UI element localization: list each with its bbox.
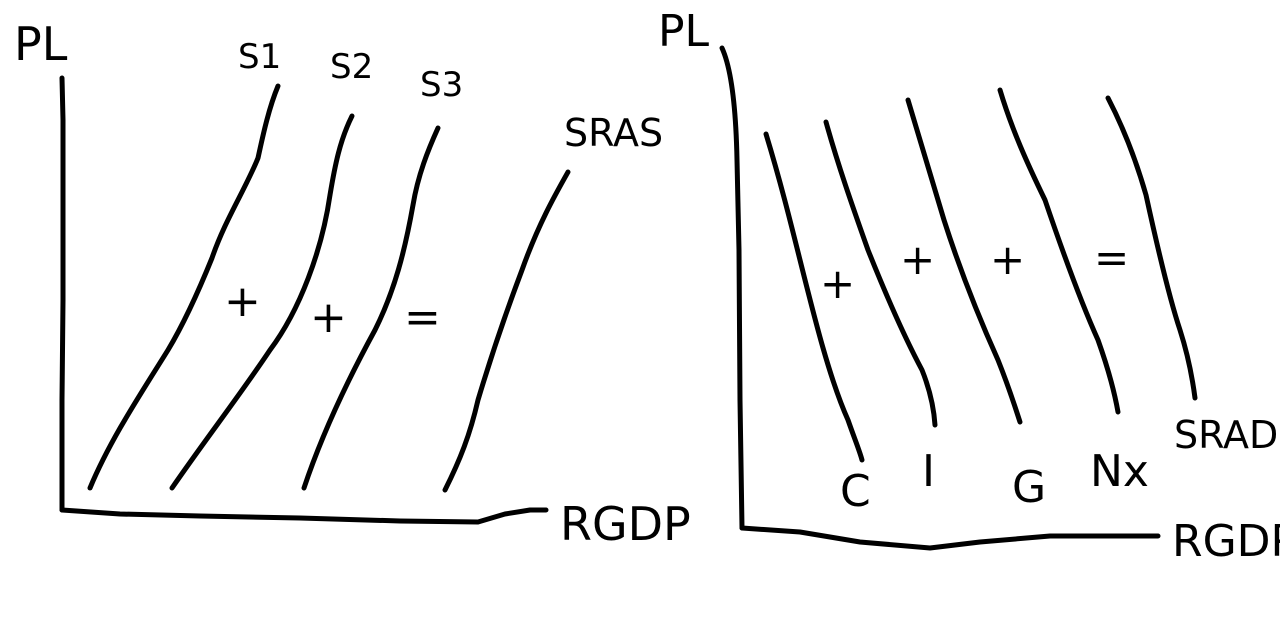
left-curve-s2 (169, 113, 355, 491)
right-label-srad: SRAD (1174, 413, 1278, 457)
right-curve-srad (1105, 95, 1198, 401)
right-curve-c (763, 131, 865, 463)
left-x-axis (59, 507, 549, 525)
right-label-i: I (922, 446, 935, 497)
left-operator-equals: = (404, 292, 441, 343)
left-label-s3: S3 (420, 65, 463, 105)
right-x-axis (739, 525, 1161, 551)
right-label-nx: Nx (1090, 446, 1149, 497)
right-label-g: G (1012, 462, 1046, 513)
right-operator-plus-3: + (990, 235, 1025, 284)
left-curve-s3 (301, 125, 441, 491)
left-diagram: PL RGDP S1 S2 S3 SRAS + + = (14, 17, 691, 551)
left-curve-s1 (87, 83, 281, 491)
left-y-axis (59, 75, 66, 513)
left-x-axis-label: RGDP (560, 497, 691, 551)
right-curve-nx (997, 87, 1121, 415)
right-operator-equals: = (1094, 233, 1129, 282)
right-y-axis (719, 45, 745, 531)
left-label-s2: S2 (330, 47, 373, 87)
right-operator-plus-2: + (900, 235, 935, 284)
left-y-axis-label: PL (14, 17, 68, 71)
right-curve-g (905, 97, 1023, 425)
left-operator-plus-1: + (224, 276, 261, 327)
left-operator-plus-2: + (310, 292, 347, 343)
left-curve-sras (442, 169, 571, 493)
right-y-axis-label: PL (658, 6, 710, 57)
right-label-c: C (840, 466, 871, 517)
left-label-s1: S1 (238, 37, 281, 77)
right-operator-plus-1: + (820, 259, 855, 308)
right-diagram: PL RGDP C I G Nx SRAD + + + = (658, 6, 1280, 567)
left-label-sras: SRAS (564, 111, 663, 155)
right-x-axis-label: RGDP (1172, 516, 1280, 567)
right-curve-i (823, 119, 938, 428)
